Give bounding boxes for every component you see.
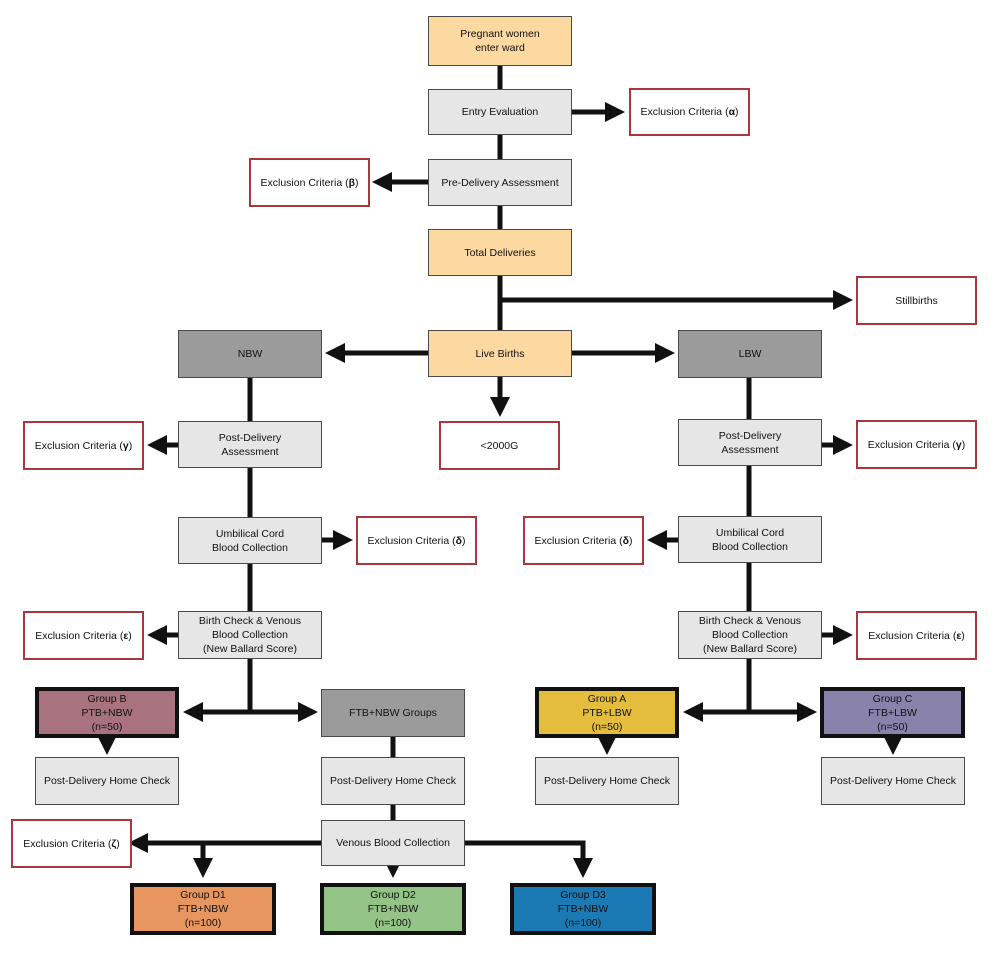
node-label: Exclusion Criteria (ε) (868, 629, 965, 642)
node-label: Pregnant women (460, 28, 540, 40)
node-label: Pre-Delivery Assessment (441, 176, 559, 189)
node-exclusion-epsilon-right: Exclusion Criteria (ε) (856, 611, 977, 660)
node-exclusion-beta: Exclusion Criteria (β) (249, 158, 370, 207)
node-group-d2: Group D2 FTB+NBW (n=100) (320, 883, 466, 935)
node-label: NBW (237, 348, 263, 360)
node-label: (n=50) (591, 720, 623, 733)
node-label: (n=50) (91, 720, 123, 733)
node-label: Assessment (721, 443, 779, 456)
node-exclusion-alpha: Exclusion Criteria (α) (629, 88, 750, 136)
node-exclusion-delta-right: Exclusion Criteria (δ) (523, 516, 644, 565)
node-label: Entry Evaluation (461, 106, 539, 118)
node-label: Stillbirths (895, 294, 938, 307)
node-label: Umbilical Cord (715, 526, 785, 539)
node-label: Exclusion Criteria (δ) (367, 534, 466, 547)
node-label: (n=50) (877, 720, 908, 733)
node-umbilical-cord-right: Umbilical Cord Blood Collection (678, 516, 822, 563)
node-label: Exclusion Criteria (γ) (867, 438, 966, 451)
node-label: FTB+NBW (367, 903, 419, 915)
node-lbw: LBW (678, 330, 822, 378)
node-label: Group C (872, 692, 913, 705)
node-label: (New Ballard Score) (203, 643, 297, 655)
node-label: Post-Delivery (718, 429, 782, 442)
node-label: (n=100) (184, 917, 222, 929)
node-label: Group D2 (370, 889, 416, 901)
node-label: Umbilical Cord (215, 527, 285, 540)
node-under-2000g: <2000G (439, 421, 560, 470)
node-exclusion-epsilon-left: Exclusion Criteria (ε) (23, 611, 144, 660)
node-exclusion-zeta: Exclusion Criteria (ζ) (11, 819, 132, 868)
node-label: (n=100) (374, 917, 412, 929)
node-label: Exclusion Criteria (ζ) (23, 837, 120, 850)
node-label: Blood Collection (212, 541, 288, 554)
node-birth-check-right: Birth Check & Venous Blood Collection (N… (678, 611, 822, 659)
node-label: FTB+NBW (557, 903, 609, 915)
node-label: Group D1 (180, 889, 226, 901)
node-live-births: Live Births (428, 330, 572, 377)
node-ftb-nbw-groups: FTB+NBW Groups (321, 689, 465, 737)
node-venous-blood-collection: Venous Blood Collection (321, 820, 465, 866)
node-post-delivery-assessment-left: Post-Delivery Assessment (178, 421, 322, 468)
node-label: Exclusion Criteria (ε) (35, 629, 132, 642)
node-label: Blood Collection (212, 629, 288, 641)
node-home-check-b: Post-Delivery Home Check (35, 757, 179, 805)
node-home-check-a: Post-Delivery Home Check (535, 757, 679, 805)
node-entry-evaluation: Entry Evaluation (428, 89, 572, 135)
node-group-c: Group C FTB+LBW (n=50) (820, 687, 965, 738)
node-label: Group B (87, 692, 127, 705)
node-label: Total Deliveries (464, 246, 536, 259)
node-label: FTB+LBW (868, 706, 917, 719)
node-label: LBW (738, 348, 762, 360)
node-label: Assessment (221, 445, 279, 458)
node-pre-delivery-assessment: Pre-Delivery Assessment (428, 159, 572, 206)
node-umbilical-cord-left: Umbilical Cord Blood Collection (178, 517, 322, 564)
node-label: Post-Delivery Home Check (543, 775, 671, 787)
node-label: Exclusion Criteria (γ) (34, 439, 133, 452)
node-label: Exclusion Criteria (δ) (534, 534, 633, 547)
node-label: Exclusion Criteria (β) (260, 176, 359, 189)
node-label: Blood Collection (712, 540, 788, 553)
node-label: Live Births (475, 347, 525, 360)
arrow-to-group-d3 (465, 840, 593, 878)
node-label: Blood Collection (712, 629, 788, 641)
node-label: enter ward (475, 42, 525, 54)
node-label: Group D3 (560, 889, 606, 901)
node-label: (n=100) (564, 917, 602, 929)
node-group-a: Group A PTB+LBW (n=50) (535, 687, 679, 738)
node-label: Exclusion Criteria (α) (640, 106, 739, 118)
node-label: Birth Check & Venous (198, 615, 302, 627)
node-label: PTB+LBW (582, 706, 632, 719)
node-total-deliveries: Total Deliveries (428, 229, 572, 276)
node-pregnant-women: Pregnant women enter ward (428, 16, 572, 66)
node-label: (New Ballard Score) (703, 643, 797, 655)
node-label: Post-Delivery Home Check (829, 775, 957, 787)
node-exclusion-delta-left: Exclusion Criteria (δ) (356, 516, 477, 565)
node-nbw: NBW (178, 330, 322, 378)
node-label: Venous Blood Collection (336, 837, 450, 849)
node-label: <2000G (480, 439, 519, 452)
node-home-check-ftb: Post-Delivery Home Check (321, 757, 465, 805)
arrow-to-group-d1 (193, 840, 321, 878)
node-label: PTB+NBW (81, 706, 133, 719)
node-label: Post-Delivery Home Check (329, 775, 457, 787)
node-exclusion-gamma-right: Exclusion Criteria (γ) (856, 420, 977, 469)
node-label: Group A (587, 692, 627, 705)
node-birth-check-left: Birth Check & Venous Blood Collection (N… (178, 611, 322, 659)
node-label: FTB+NBW (177, 903, 229, 915)
node-label: Post-Delivery Home Check (43, 775, 171, 787)
node-label: Post-Delivery (218, 431, 282, 444)
node-group-b: Group B PTB+NBW (n=50) (35, 687, 179, 738)
node-group-d1: Group D1 FTB+NBW (n=100) (130, 883, 276, 935)
node-home-check-c: Post-Delivery Home Check (821, 757, 965, 805)
node-label: Birth Check & Venous (698, 615, 802, 627)
node-group-d3: Group D3 FTB+NBW (n=100) (510, 883, 656, 935)
node-label: FTB+NBW Groups (349, 707, 437, 719)
node-stillbirths: Stillbirths (856, 276, 977, 325)
node-exclusion-gamma-left: Exclusion Criteria (γ) (23, 421, 144, 470)
node-post-delivery-assessment-right: Post-Delivery Assessment (678, 419, 822, 466)
